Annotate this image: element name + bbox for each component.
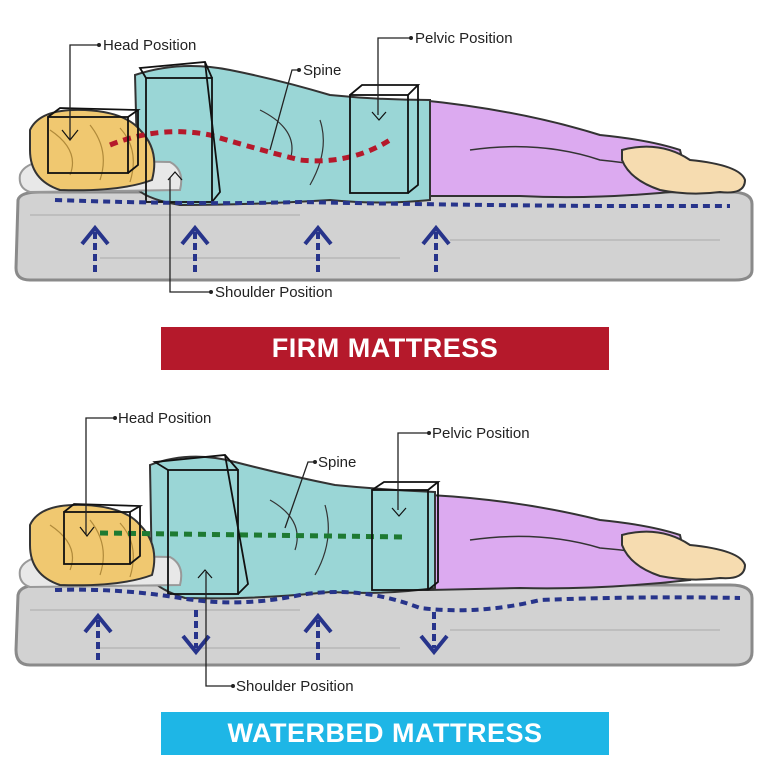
firm-panel: Head Position Spine Pelvic Position Shou… xyxy=(14,30,754,301)
firm-head-leader xyxy=(69,44,98,140)
firm-arrow-1 xyxy=(80,224,110,272)
waterbed-head-leader xyxy=(85,417,114,535)
waterbed-shoulder-label: Shoulder Position xyxy=(236,678,354,695)
waterbed-arrow-2 xyxy=(181,610,211,656)
firm-pelvic-leader xyxy=(377,37,410,115)
firm-pelvic-label: Pelvic Position xyxy=(415,30,513,47)
firm-legs xyxy=(419,98,692,199)
firm-arrow-4 xyxy=(421,224,451,272)
waterbed-arrow-1 xyxy=(83,612,113,660)
firm-shoulder-label: Shoulder Position xyxy=(215,284,333,301)
waterbed-mattress-banner: WATERBED MATTRESS xyxy=(161,712,609,755)
waterbed-spine-line xyxy=(99,530,406,540)
firm-spine-line xyxy=(109,129,392,164)
waterbed-arrow-4 xyxy=(419,612,449,656)
firm-head xyxy=(29,108,156,192)
firm-shoulder-leader xyxy=(169,178,210,293)
waterbed-head-label: Head Position xyxy=(118,410,211,427)
waterbed-head-box xyxy=(63,503,144,565)
firm-feet xyxy=(621,145,747,195)
waterbed-pelvic-box xyxy=(371,481,441,591)
waterbed-torso xyxy=(148,455,436,600)
waterbed-shoulder-leader xyxy=(205,572,232,687)
firm-head-label: Head Position xyxy=(103,37,196,54)
firm-arrow-3 xyxy=(303,224,333,272)
waterbed-legs xyxy=(429,493,692,592)
waterbed-arrow-3 xyxy=(303,612,333,660)
waterbed-pelvic-label: Pelvic Position xyxy=(432,425,530,442)
waterbed-feet xyxy=(621,530,747,581)
waterbed-head xyxy=(29,503,156,587)
firm-spine-label: Spine xyxy=(303,62,341,79)
waterbed-spine-label: Spine xyxy=(318,454,356,471)
waterbed-support-line xyxy=(54,587,741,613)
firm-arrow-2 xyxy=(180,224,210,272)
firm-mattress-banner: FIRM MATTRESS xyxy=(161,327,609,370)
firm-spine-leader xyxy=(269,69,298,151)
waterbed-spine-leader xyxy=(284,461,314,529)
firm-pelvic-box xyxy=(349,84,421,194)
waterbed-shoulder-box xyxy=(152,454,249,595)
waterbed-pelvic-leader xyxy=(397,432,428,510)
waterbed-panel: Head Position Spine Pelvic Position Shou… xyxy=(14,410,754,695)
firm-support-line xyxy=(54,198,730,208)
